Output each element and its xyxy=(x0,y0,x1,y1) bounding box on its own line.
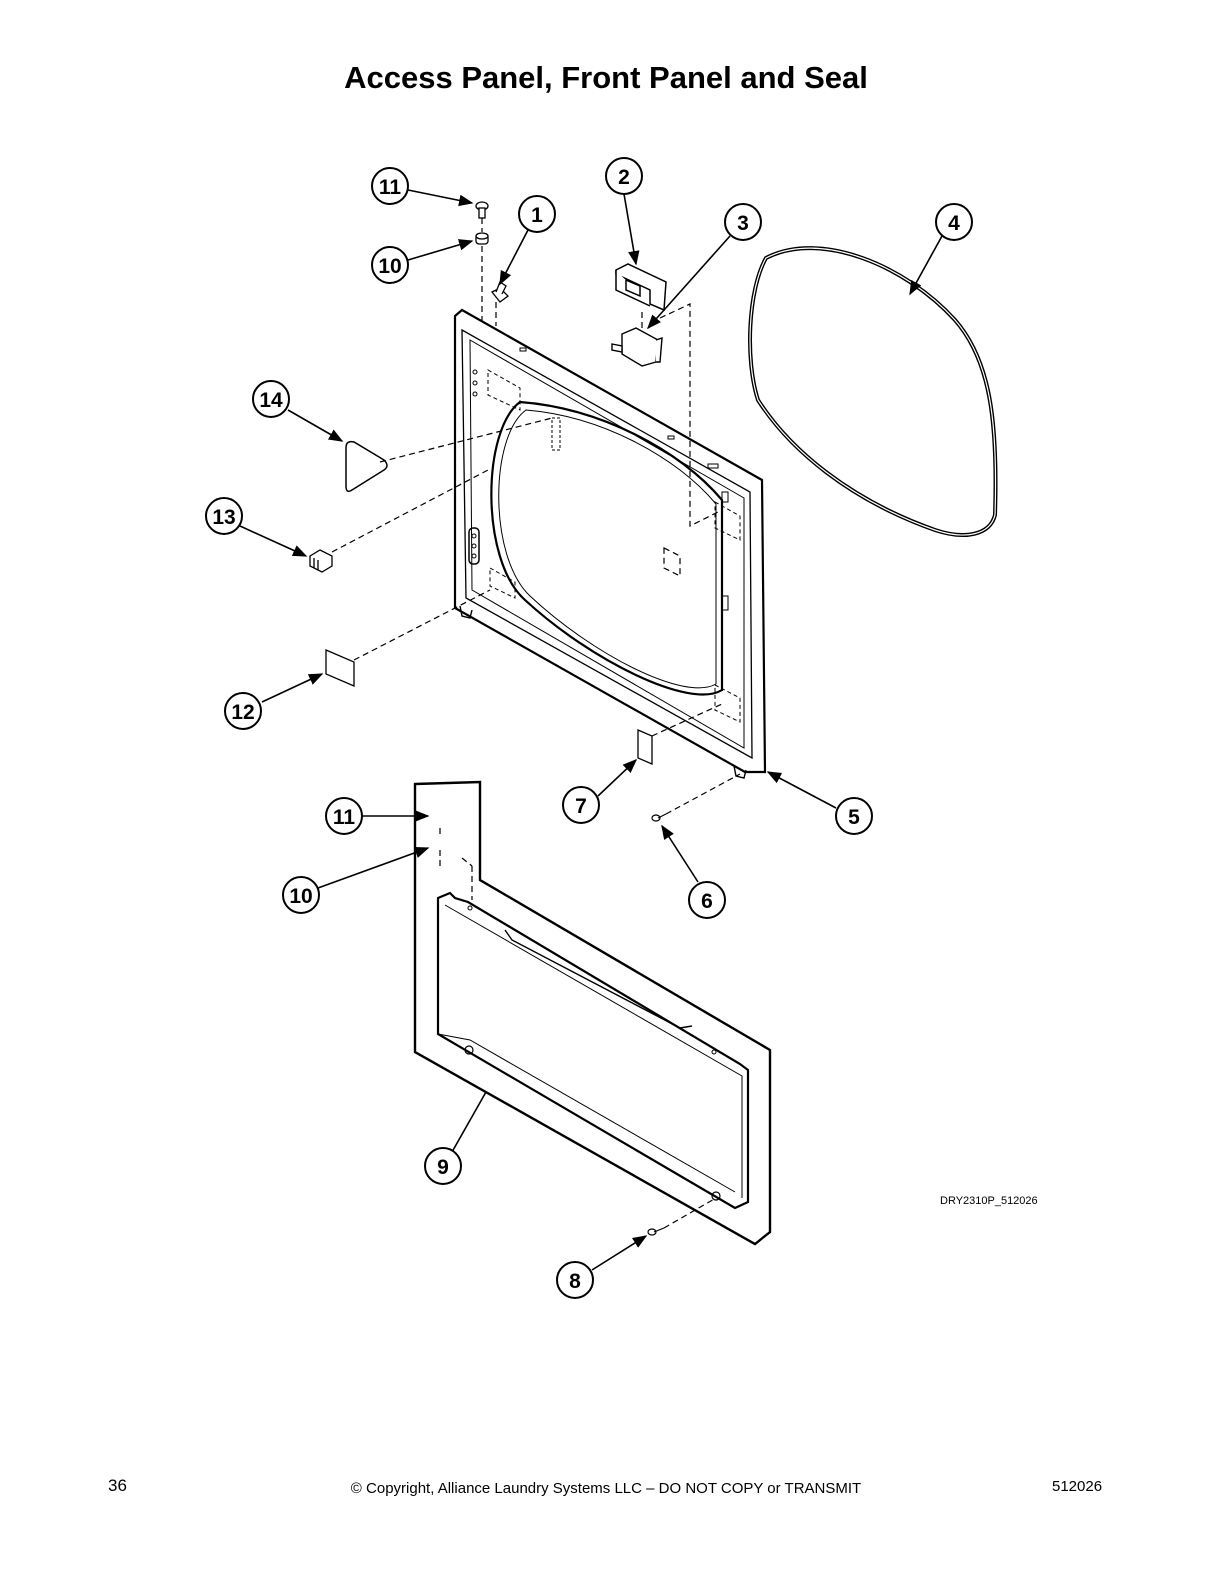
callout-13: 13 xyxy=(205,497,243,535)
copyright-notice: © Copyright, Alliance Laundry Systems LL… xyxy=(350,1480,862,1497)
callout-10-lower: 10 xyxy=(282,876,320,914)
label-part-14 xyxy=(345,440,388,493)
svg-text:5: 5 xyxy=(848,806,860,829)
screw-part-11-top xyxy=(475,201,489,219)
door-switch-part-3 xyxy=(611,327,663,367)
access-panel xyxy=(413,780,772,1246)
callout-leaders xyxy=(239,189,943,1271)
callout-7: 7 xyxy=(562,786,600,824)
svg-text:14: 14 xyxy=(259,389,283,412)
svg-text:10: 10 xyxy=(378,255,401,278)
spacer-part-10-top xyxy=(475,232,489,245)
callout-8: 8 xyxy=(556,1261,594,1299)
screw-part-6 xyxy=(651,813,667,822)
door-seal xyxy=(748,246,998,537)
pad-part-12 xyxy=(325,649,355,687)
callout-3: 3 xyxy=(724,203,762,241)
assembly-lines xyxy=(331,218,741,1229)
callout-4: 4 xyxy=(935,203,973,241)
svg-text:1: 1 xyxy=(531,204,543,227)
svg-text:11: 11 xyxy=(333,806,356,829)
callout-5: 5 xyxy=(835,797,873,835)
svg-text:10: 10 xyxy=(289,885,312,908)
svg-text:7: 7 xyxy=(575,795,587,818)
svg-text:6: 6 xyxy=(701,890,713,913)
page-number: 36 xyxy=(108,1476,127,1495)
callout-1: 1 xyxy=(518,195,556,233)
callout-11-top: 11 xyxy=(371,167,409,205)
callout-bubbles: 11 10 1 2 3 4 14 13 xyxy=(205,157,973,1299)
pad-part-7 xyxy=(637,729,653,765)
callout-2: 2 xyxy=(605,157,643,195)
svg-text:4: 4 xyxy=(948,212,960,235)
page-title: Access Panel, Front Panel and Seal xyxy=(344,60,868,95)
svg-text:12: 12 xyxy=(231,701,254,724)
svg-text:11: 11 xyxy=(379,176,402,199)
svg-text:3: 3 xyxy=(737,212,749,235)
svg-text:2: 2 xyxy=(618,166,630,189)
screw-part-8 xyxy=(647,1227,665,1236)
callout-9: 9 xyxy=(424,1147,462,1185)
callout-10-top: 10 xyxy=(371,246,409,284)
front-panel xyxy=(453,308,767,779)
clip-part-1 xyxy=(490,281,509,303)
plug-part-13 xyxy=(309,549,333,573)
callout-6: 6 xyxy=(688,881,726,919)
document-number: 512026 xyxy=(1052,1478,1103,1495)
callout-14: 14 xyxy=(252,380,290,418)
callout-12: 12 xyxy=(224,692,262,730)
switch-cover-part-2 xyxy=(615,263,667,312)
svg-text:8: 8 xyxy=(569,1270,581,1293)
svg-text:9: 9 xyxy=(437,1156,449,1179)
callout-11-lower: 11 xyxy=(325,797,363,835)
svg-text:13: 13 xyxy=(212,506,235,529)
diagram-code: DRY2310P_512026 xyxy=(940,1195,1038,1207)
